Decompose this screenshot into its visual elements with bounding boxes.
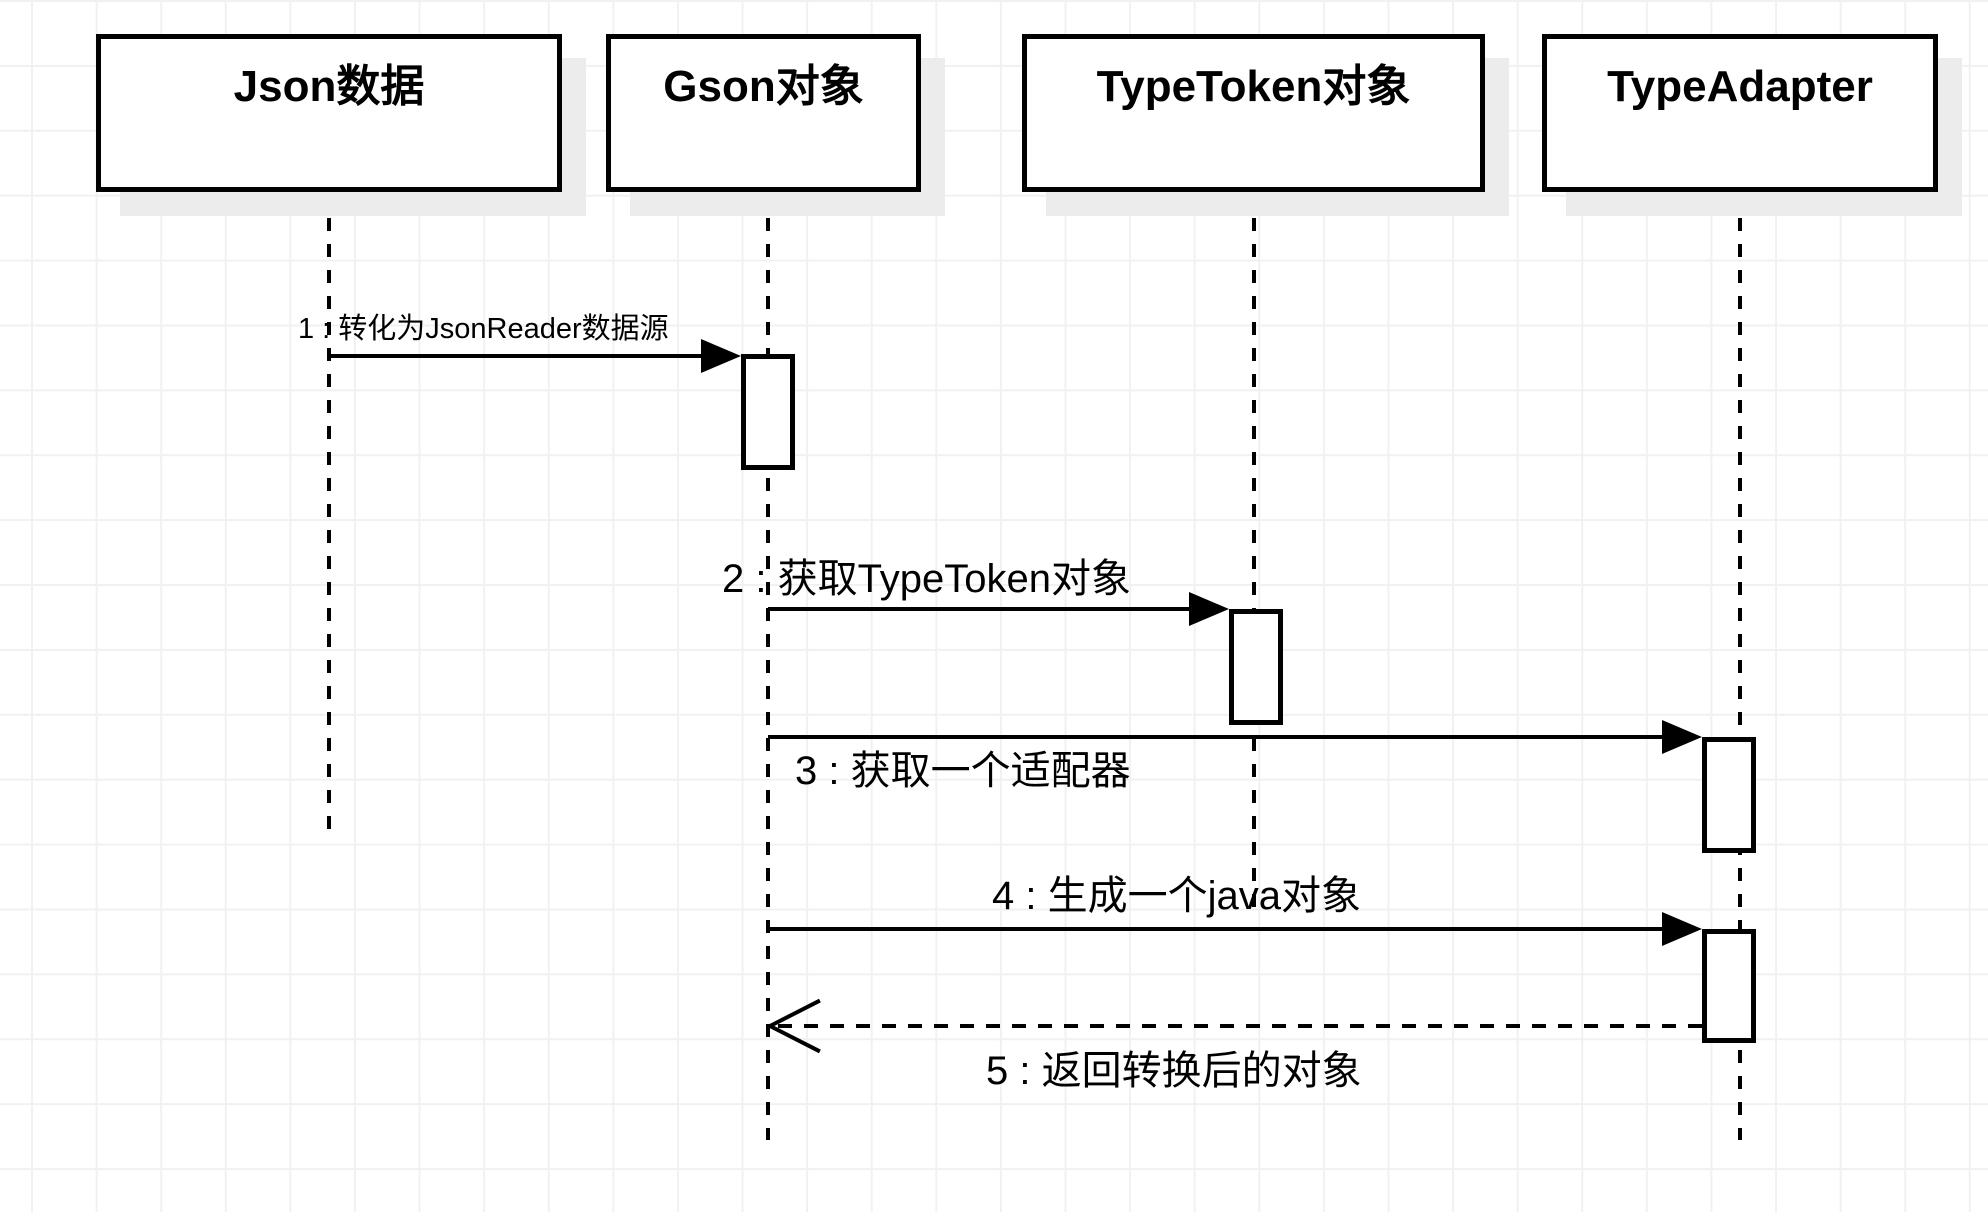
participant-label-gson-object: Gson对象 — [663, 62, 864, 111]
lifeline-gson-object — [766, 192, 770, 1140]
participant-box-typetoken-object[interactable]: TypeToken对象 — [1022, 34, 1485, 192]
message-1-arrowhead-icon — [701, 339, 741, 373]
lifeline-typeadapter — [1738, 192, 1742, 1140]
message-5-line[interactable] — [778, 1024, 1702, 1028]
message-5-label: 5 : 返回转换后的对象 — [986, 1049, 1362, 1093]
participant-label-json-data: Json数据 — [233, 62, 425, 111]
lifeline-json-data — [327, 192, 331, 835]
message-5-open-arrowhead-icon — [769, 1024, 821, 1054]
participant-box-typeadapter[interactable]: TypeAdapter — [1542, 34, 1938, 192]
activation-typeadapter-msg4[interactable] — [1702, 929, 1756, 1043]
message-3-label: 3 : 获取一个适配器 — [795, 749, 1131, 793]
message-4-line[interactable] — [768, 927, 1666, 931]
message-2-line[interactable] — [768, 607, 1193, 611]
participant-box-gson-object[interactable]: Gson对象 — [606, 34, 921, 192]
message-4-arrowhead-icon — [1662, 912, 1702, 946]
activation-typeadapter-msg3[interactable] — [1702, 737, 1756, 853]
message-2-label: 2 : 获取TypeToken对象 — [722, 557, 1132, 601]
participant-box-json-data[interactable]: Json数据 — [96, 34, 562, 192]
activation-gson-msg1[interactable] — [741, 354, 795, 470]
lifeline-typetoken-object — [1252, 192, 1256, 920]
message-3-line[interactable] — [768, 735, 1666, 739]
participant-label-typetoken-object: TypeToken对象 — [1096, 62, 1411, 111]
message-1-label: 1 : 转化为JsonReader数据源 — [298, 313, 669, 345]
participant-label-typeadapter: TypeAdapter — [1607, 62, 1873, 111]
activation-typetoken-msg2[interactable] — [1229, 609, 1283, 725]
message-2-arrowhead-icon — [1189, 592, 1229, 626]
message-1-line[interactable] — [329, 354, 705, 358]
message-4-label: 4 : 生成一个java对象 — [992, 874, 1361, 918]
message-3-arrowhead-icon — [1662, 720, 1702, 754]
